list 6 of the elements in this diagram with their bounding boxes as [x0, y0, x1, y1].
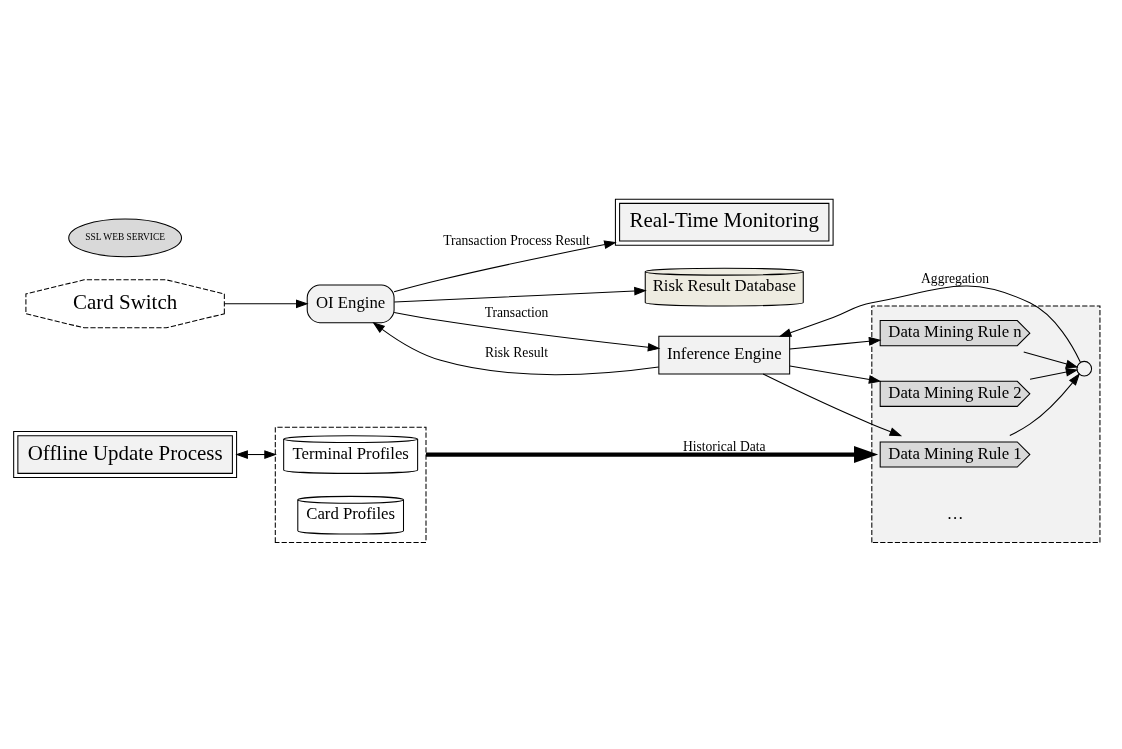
- edge-label: Transaction Process Result: [443, 232, 590, 248]
- edge-label: Transaction: [484, 304, 549, 320]
- edge-label: Risk Result: [484, 344, 549, 360]
- label: …: [946, 503, 964, 523]
- edge-label: Aggregation: [921, 270, 989, 286]
- edge-label: Historical Data: [682, 438, 766, 454]
